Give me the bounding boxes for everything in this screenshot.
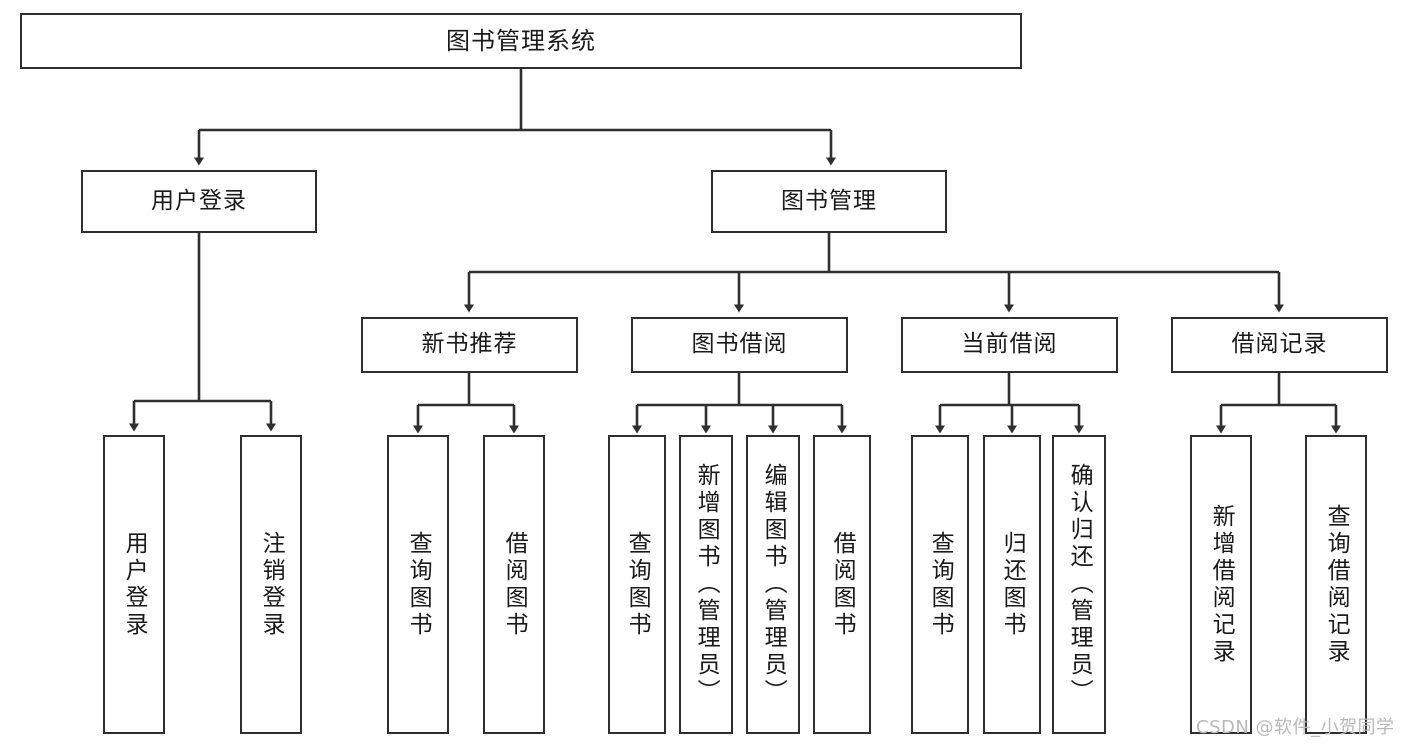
node-leaf-query-book-2[interactable]: 查询图书 (608, 435, 666, 734)
node-current-borrow[interactable]: 当前借阅 (901, 317, 1118, 373)
node-leaf-user-logout-label: 注销登录 (258, 530, 285, 639)
node-current-borrow-label: 当前借阅 (961, 331, 1058, 358)
node-book-borrow-label: 图书借阅 (691, 331, 788, 358)
node-leaf-query-book-1[interactable]: 查询图书 (387, 435, 449, 734)
node-borrow-record[interactable]: 借阅记录 (1171, 317, 1388, 373)
node-user-login[interactable]: 用户登录 (81, 170, 317, 233)
node-leaf-confirm-return[interactable]: 确认归还（管理员） (1052, 435, 1106, 734)
node-leaf-user-login[interactable]: 用户登录 (103, 435, 165, 734)
node-leaf-borrow-book-2[interactable]: 借阅图书 (813, 435, 871, 734)
node-leaf-query-book-3-label: 查询图书 (927, 530, 954, 639)
node-new-book-recommend-label: 新书推荐 (421, 331, 518, 358)
node-leaf-user-logout[interactable]: 注销登录 (240, 435, 302, 734)
node-leaf-user-login-label: 用户登录 (121, 530, 148, 639)
node-new-book-recommend[interactable]: 新书推荐 (361, 317, 578, 373)
node-leaf-confirm-return-label: 确认归还（管理员） (1066, 463, 1093, 706)
node-leaf-borrow-book-1-label: 借阅图书 (501, 530, 528, 639)
node-book-manage[interactable]: 图书管理 (711, 170, 947, 233)
node-leaf-query-book-2-label: 查询图书 (624, 530, 651, 639)
node-leaf-return-book[interactable]: 归还图书 (983, 435, 1041, 734)
node-book-borrow[interactable]: 图书借阅 (631, 317, 848, 373)
node-book-manage-label: 图书管理 (781, 187, 877, 214)
node-borrow-record-label: 借阅记录 (1231, 331, 1328, 358)
watermark: CSDN @软件_小贺同学 (1196, 717, 1395, 738)
node-leaf-borrow-book-1[interactable]: 借阅图书 (483, 435, 545, 734)
node-leaf-add-book-label: 新增图书（管理员） (693, 463, 720, 706)
node-root[interactable]: 图书管理系统 (20, 13, 1022, 69)
node-leaf-query-book-3[interactable]: 查询图书 (911, 435, 969, 734)
node-leaf-return-book-label: 归还图书 (999, 530, 1026, 639)
node-leaf-query-record-label: 查询借阅记录 (1323, 503, 1350, 666)
node-leaf-borrow-book-2-label: 借阅图书 (829, 530, 856, 639)
node-leaf-add-record-label: 新增借阅记录 (1208, 503, 1235, 666)
node-leaf-edit-book-label: 编辑图书（管理员） (760, 463, 787, 706)
node-root-label: 图书管理系统 (446, 26, 596, 55)
node-leaf-query-record[interactable]: 查询借阅记录 (1305, 435, 1367, 734)
node-leaf-query-book-1-label: 查询图书 (405, 530, 432, 639)
node-leaf-edit-book[interactable]: 编辑图书（管理员） (746, 435, 800, 734)
node-leaf-add-book[interactable]: 新增图书（管理员） (679, 435, 733, 734)
node-leaf-add-record[interactable]: 新增借阅记录 (1190, 435, 1252, 734)
node-user-login-label: 用户登录 (151, 187, 247, 214)
